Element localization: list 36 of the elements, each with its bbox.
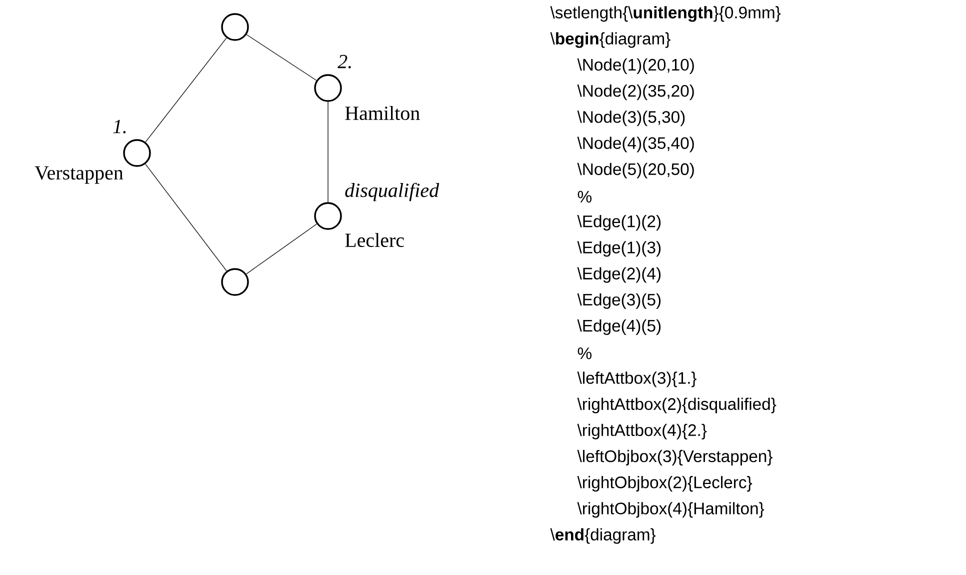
code-line: \leftObjbox(3){Verstappen} [577,450,772,466]
edge-line [246,34,317,81]
code-line: \begin{diagram} [550,32,670,48]
code-line: \rightAttbox(4){2.} [577,424,707,440]
code-line: % [578,347,592,360]
code-line: \Node(5)(20,50) [577,162,694,178]
code-line: \rightObjbox(4){Hamilton} [577,502,764,518]
edge-line [145,38,227,142]
code-line: \Node(4)(35,40) [577,136,694,152]
node-label: Leclerc [345,232,404,248]
code-line: \Node(1)(20,10) [577,58,694,74]
node-circle [221,268,249,296]
node-circle [314,74,342,102]
code-line: \Edge(3)(5) [577,293,661,309]
edge-line [246,224,318,274]
code-line: \rightObjbox(2){Leclerc} [577,476,752,492]
code-line: \leftAttbox(3){1.} [577,372,696,388]
code-line: \end{diagram} [550,528,656,544]
code-line: \Node(2)(35,20) [577,84,694,100]
node-label: Verstappen [34,166,124,184]
code-line: \Edge(1)(3) [577,241,661,257]
code-line: \setlength{\unitlength}{0.9mm} [550,6,781,22]
node-circle [123,139,151,167]
edge-line [145,164,227,272]
node-circle [314,202,342,230]
code-line: \Node(3)(5,30) [577,110,685,126]
code-line: \Edge(1)(2) [577,215,661,231]
node-label: Hamilton [345,106,420,120]
code-line: \rightAttbox(2){disqualified} [577,398,776,414]
code-line: \Edge(2)(4) [577,267,661,283]
node-annotation: disqualified [345,182,440,202]
code-line: \Edge(4)(5) [577,319,661,335]
node-annotation: 1. [113,120,126,134]
node-circle [221,13,249,41]
node-annotation: 2. [338,54,351,68]
code-line: % [578,190,592,203]
